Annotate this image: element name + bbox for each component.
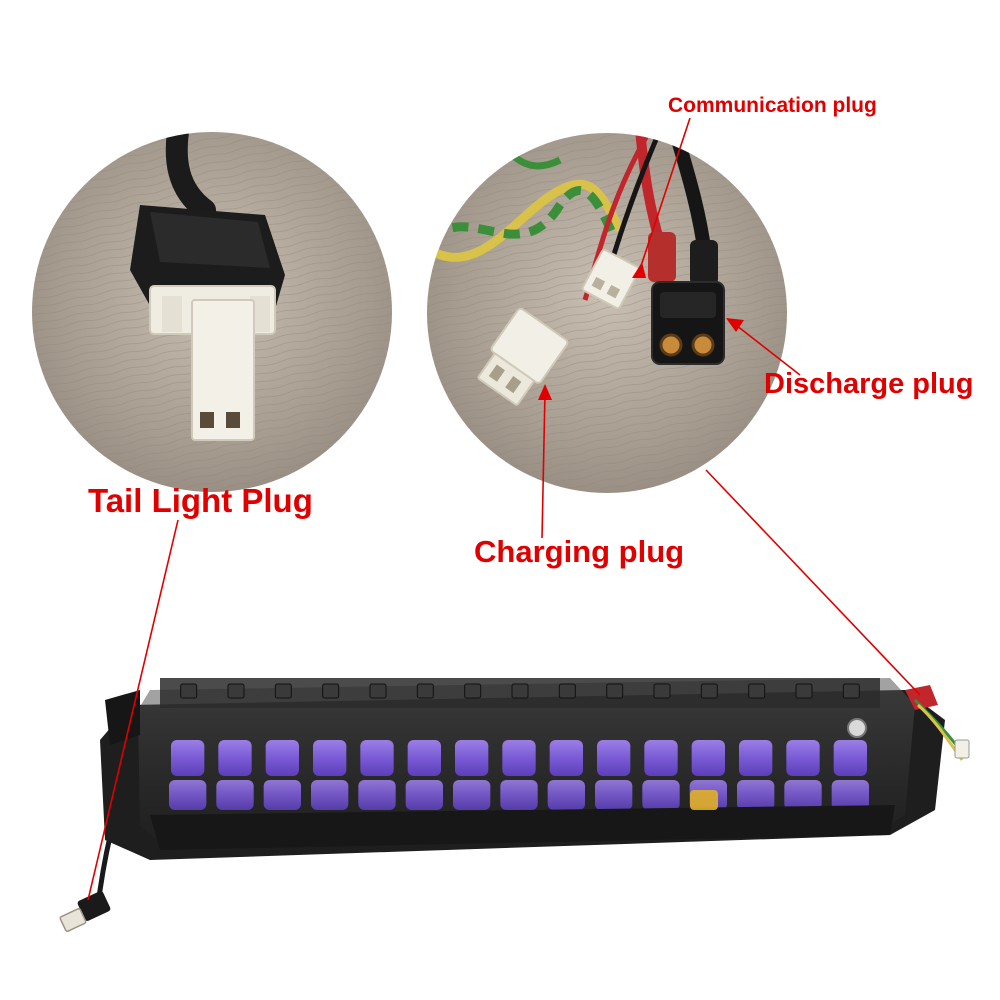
cell-holder-tab — [369, 683, 387, 699]
cell-holder-tab — [558, 683, 576, 699]
battery-cell — [263, 780, 301, 810]
battery-cell — [642, 780, 680, 810]
battery-cell — [265, 740, 299, 776]
battery-cell — [453, 780, 491, 810]
charging-plug-label: Charging plug — [474, 534, 685, 569]
battery-cell — [313, 740, 347, 776]
cell-holder-tab — [795, 683, 813, 699]
battery-cell — [595, 780, 633, 810]
battery-cell — [358, 780, 396, 810]
cell-holder-tab — [606, 683, 624, 699]
cell-holder-tab — [464, 683, 482, 699]
battery-cell — [691, 740, 725, 776]
battery-cell — [171, 740, 205, 776]
battery-cell — [784, 780, 822, 810]
tail-light-pointer — [87, 519, 179, 901]
communication-pointer — [637, 117, 691, 276]
battery-cell — [500, 780, 538, 810]
cell-holder-tab — [322, 683, 340, 699]
battery-cell — [455, 740, 489, 776]
battery-cell — [218, 740, 252, 776]
communication-plug-label: Communication plug — [668, 94, 877, 117]
battery-cell — [360, 740, 394, 776]
tail-light-cable-end — [59, 891, 111, 932]
tail-light-plug-label: Tail Light Plug — [88, 482, 313, 519]
battery-cell — [502, 740, 536, 776]
connectors-zoom-circle — [427, 133, 787, 493]
battery-cells — [169, 683, 869, 810]
battery-cell — [216, 780, 254, 810]
cell-holder-tab — [180, 683, 198, 699]
charging-pointer — [541, 391, 546, 539]
tail-light-zoom-circle — [32, 132, 392, 492]
cell-holder-tab — [227, 683, 245, 699]
discharge-pointer — [731, 321, 801, 376]
cell-holder-tab — [511, 683, 529, 699]
battery-pack — [59, 678, 970, 932]
battery-cell — [549, 740, 583, 776]
battery-cell — [597, 740, 631, 776]
battery-cell — [739, 740, 773, 776]
battery-cell — [169, 780, 207, 810]
battery-cell — [831, 780, 869, 810]
battery-cell — [407, 740, 441, 776]
pointer-lines — [87, 117, 921, 901]
battery-cell — [405, 780, 443, 810]
cell-holder-tab — [274, 683, 292, 699]
discharge-plug-label: Discharge plug — [764, 368, 974, 400]
battery-cell — [833, 740, 867, 776]
battery-cell — [786, 740, 820, 776]
zoom-source-pointer — [705, 469, 921, 696]
battery-cell — [644, 740, 678, 776]
cell-holder-tab — [653, 683, 671, 699]
battery-cell — [311, 780, 349, 810]
cell-holder-tab — [416, 683, 434, 699]
cell-holder-tab — [700, 683, 718, 699]
battery-cell — [737, 780, 775, 810]
battery-cell — [547, 780, 585, 810]
cell-holder-tab — [842, 683, 860, 699]
cell-holder-tab — [748, 683, 766, 699]
